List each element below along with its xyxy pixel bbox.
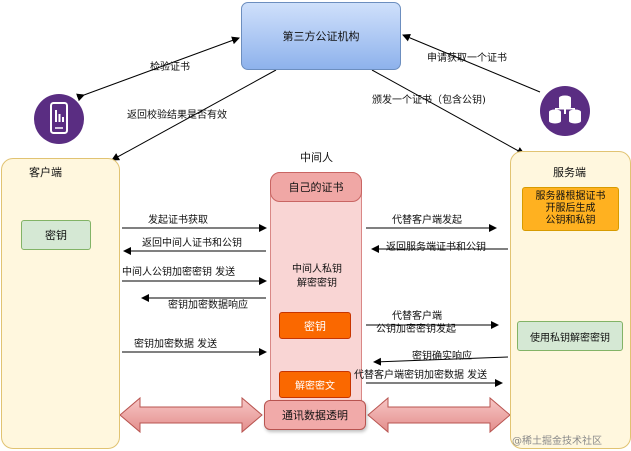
label-proxy-initiate: 代替客户端发起 [392,215,462,226]
client-title: 客户端 [29,166,62,179]
mitm-key-label: 密钥 [304,319,326,333]
server-gen-line-2: 开服后生成 [545,203,596,214]
edge-key-confirm-resp [373,356,509,366]
label-initiate-cert: 发起证书获取 [148,215,208,226]
ca-label: 第三方公证机构 [282,30,360,43]
server-decrypt-key: 使用私钥解密密钥 [517,321,623,351]
client-key-label: 密钥 [45,229,67,242]
mitm-decrypt-label: 解密密文 [295,381,335,392]
mitm-comm-label: 通讯数据透明 [282,409,348,422]
label-return-server-cert: 返回服务端证书和公钥 [386,242,486,253]
mitm-transparent-comm: 通讯数据透明 [264,400,366,430]
double-arrow-right [367,396,511,434]
label-proxy-encrypt-2: 公钥加密密钥发起 [376,324,456,335]
mitm-private-line-2: 解密密钥 [297,278,337,289]
edge-verify-cert [76,36,240,102]
server-gen-line-3: 公钥和私钥 [545,215,596,226]
label-issue-cert: 颁发一个证书（包含公钥) [372,95,486,106]
label-apply-cert: 申请获取一个证书 [427,53,507,64]
mitm-title: 中间人 [300,151,333,164]
server-title: 服务端 [553,166,586,179]
label-key-confirm-resp: 密钥确实响应 [412,351,472,362]
watermark: @稀土掘金技术社区 [512,436,602,447]
mitm-own-cert: 自己的证书 [270,172,362,202]
label-verify-cert: 检验证书 [150,62,190,73]
label-return-mitm-cert: 返回中间人证书和公钥 [142,238,242,249]
server-key-generation: 服务器根据证书 开服后生成 公钥和私钥 [522,187,619,231]
double-arrow-left [119,396,263,434]
mobile-phone-icon [34,94,84,144]
label-key-encrypted-resp: 密钥加密数据响应 [168,300,248,311]
client-panel [1,158,120,449]
third-party-ca: 第三方公证机构 [241,2,401,70]
edge-issue-cert [371,69,525,155]
label-mitm-encrypt-send: 中间人公钥加密密钥 发送 [122,267,236,278]
edge-return-verify [111,69,277,161]
mitm-private-line-1: 中间人私钥 [292,264,342,275]
label-key-encrypt-data-send: 密钥加密数据 发送 [134,339,218,350]
server-gen-line-1: 服务器根据证书 [535,191,606,202]
label-proxy-encrypt-data: 代替客户端密钥加密数据 发送 [354,370,488,381]
client-key: 密钥 [21,220,91,250]
database-servers-icon [540,86,590,136]
mitm-key: 密钥 [279,312,351,339]
server-decrypt-label: 使用私钥解密密钥 [530,332,610,344]
mitm-decrypt-ciphertext: 解密密文 [279,371,351,398]
mitm-cert-label: 自己的证书 [288,181,344,194]
label-return-verify: 返回校验结果是否有效 [127,110,227,121]
label-proxy-encrypt-1: 代替客户端 [392,311,442,322]
edge-apply-cert [402,33,541,93]
mitm-private-key-decrypt: 中间人私钥 解密密钥 [272,263,362,291]
